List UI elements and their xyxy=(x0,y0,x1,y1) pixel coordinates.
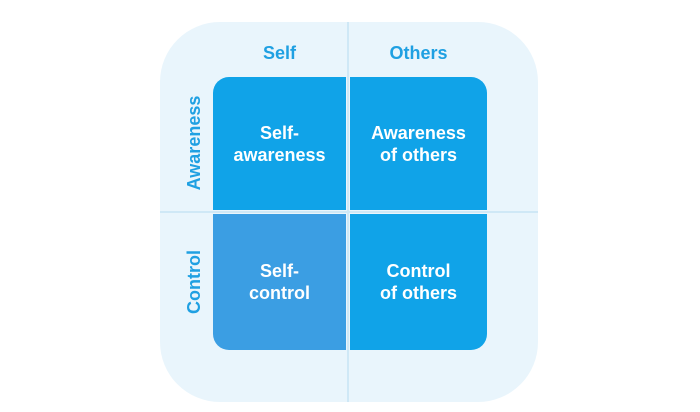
row-header-control: Control xyxy=(184,250,204,314)
cell-self-control-line-1: Self- xyxy=(259,261,299,281)
cell-control-of-others: Control of others xyxy=(350,214,487,350)
cell-self-awareness: Self- awareness xyxy=(213,77,346,210)
cell-control-of-others-line-1: Control xyxy=(386,261,451,281)
cell-awareness-of-others: Awareness of others xyxy=(350,77,487,210)
horizontal-divider xyxy=(160,211,538,213)
column-header-self: Self xyxy=(262,43,296,63)
cell-awareness-of-others-line-1: Awareness xyxy=(371,122,466,143)
cell-self-control: Self- control xyxy=(213,214,346,350)
row-header-awareness: Awareness xyxy=(184,95,204,191)
cell-self-awareness-line-2: awareness xyxy=(233,144,326,165)
cell-control-of-others-line-2: of others xyxy=(379,283,457,303)
column-header-others: Others xyxy=(389,43,448,63)
cell-awareness-of-others-line-2: of others xyxy=(379,144,457,165)
cell-self-control-line-2: control xyxy=(249,283,310,303)
cell-self-awareness-line-1: Self- xyxy=(259,122,299,143)
